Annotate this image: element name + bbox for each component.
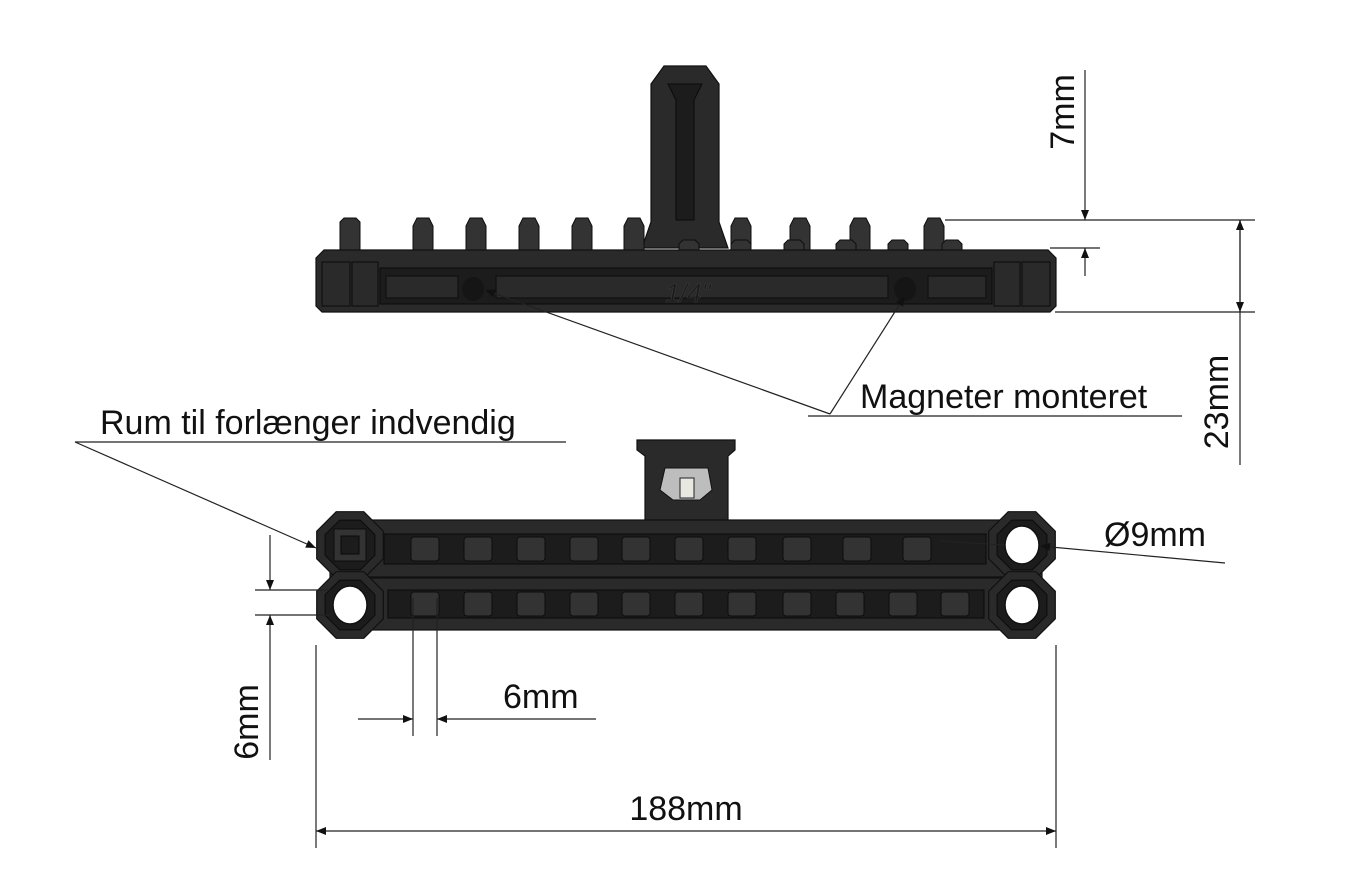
magnets-label: Magneter monteret xyxy=(860,378,1148,416)
dimension-hole: Ø9mm xyxy=(939,516,1226,564)
dim-6mm-vertical-label: 6mm xyxy=(228,684,266,760)
peg-bottom xyxy=(569,591,599,617)
handle-groove xyxy=(667,83,703,221)
peg xyxy=(571,217,593,251)
peg-top xyxy=(727,536,757,562)
peg-top xyxy=(674,536,704,562)
bottom-peg-rows xyxy=(410,536,970,617)
peg-top xyxy=(463,536,493,562)
mount-hole xyxy=(1004,525,1040,565)
dim-6mm-horizontal-label: 6mm xyxy=(503,678,579,716)
peg-bottom xyxy=(727,591,757,617)
dimension-7mm: 7mm xyxy=(945,70,1255,276)
dim-23mm-label: 23mm xyxy=(1198,355,1236,449)
end-block xyxy=(351,261,379,307)
hole-diameter-label: Ø9mm xyxy=(1104,516,1206,554)
extension-room-label: Rum til forlænger indvendig xyxy=(100,404,516,442)
rail-slot xyxy=(385,275,459,299)
mount-magnet xyxy=(679,477,695,499)
dimension-6mm-vertical: 6mm xyxy=(228,535,330,760)
peg-top xyxy=(516,536,546,562)
peg-top xyxy=(842,536,872,562)
mount-hole xyxy=(332,585,368,625)
peg-bottom xyxy=(940,591,970,617)
peg-bottom xyxy=(674,591,704,617)
peg xyxy=(623,217,645,251)
magnets-callout: Magneter monteret xyxy=(484,289,1182,417)
end-block xyxy=(993,261,1021,307)
extension-room-callout: Rum til forlænger indvendig xyxy=(74,404,566,549)
peg-bottom xyxy=(516,591,546,617)
end-hexagons xyxy=(316,511,1056,639)
rail-slot xyxy=(495,275,889,299)
rail-slot xyxy=(927,275,987,299)
mount-hole xyxy=(1004,585,1040,625)
dimension-6mm-horizontal: 6mm xyxy=(358,598,596,736)
peg-top xyxy=(782,536,812,562)
top-view xyxy=(316,439,1056,639)
side-view: 1/4" xyxy=(315,65,1057,313)
peg-top xyxy=(621,536,651,562)
peg-bottom xyxy=(888,591,918,617)
square-socket-inner xyxy=(340,535,360,555)
peg-bottom xyxy=(835,591,865,617)
peg-bottom xyxy=(621,591,651,617)
peg-top xyxy=(410,536,440,562)
peg-bottom xyxy=(782,591,812,617)
peg-bottom xyxy=(463,591,493,617)
peg xyxy=(923,217,945,251)
magnet-right xyxy=(894,277,916,301)
peg-bottom xyxy=(410,591,440,617)
peg-top xyxy=(902,536,932,562)
peg xyxy=(412,217,434,251)
dim-7mm-label: 7mm xyxy=(1044,74,1082,150)
peg xyxy=(339,217,361,251)
engraving-text: 1/4" xyxy=(665,278,712,308)
peg xyxy=(518,217,540,251)
end-block xyxy=(321,261,351,307)
dimension-23mm: 23mm xyxy=(1055,220,1255,465)
magnet-left xyxy=(462,277,484,301)
peg xyxy=(465,217,487,251)
dimension-188mm: 188mm xyxy=(315,645,1057,848)
dim-188mm-label: 188mm xyxy=(629,790,742,828)
end-block xyxy=(1021,261,1051,307)
peg-top xyxy=(569,536,599,562)
